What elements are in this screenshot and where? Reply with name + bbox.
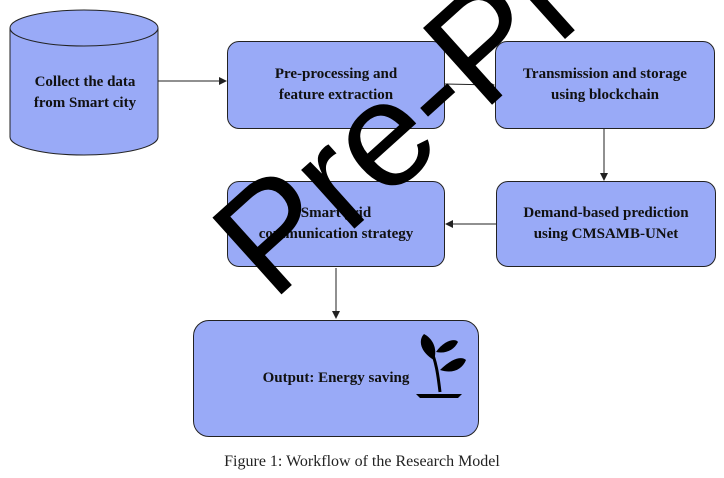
node-demand-line2: using CMSAMB-UNet — [533, 226, 679, 242]
node-output: Output: Energy saving — [193, 320, 479, 437]
node-smartgrid: Smart grid communication strategy — [227, 181, 445, 267]
figure-caption: Figure 1: Workflow of the Research Model — [224, 453, 500, 470]
node-preprocess-line2: feature extraction — [278, 87, 394, 103]
node-demand: Demand-based prediction using CMSAMB-UNe… — [496, 181, 716, 267]
node-preprocess-line1: Pre-processing and — [274, 66, 398, 82]
node-smartgrid-line1: Smart grid — [300, 205, 372, 221]
node-collect-line2: from Smart city — [33, 95, 137, 111]
node-output-line1: Output: Energy saving — [262, 370, 410, 386]
node-preprocess: Pre-processing and feature extraction — [227, 41, 445, 129]
node-transmission: Transmission and storage using blockchai… — [495, 41, 715, 129]
node-transmission-line2: using blockchain — [551, 87, 659, 103]
node-smartgrid-line2: communication strategy — [258, 226, 414, 242]
node-collect-label: Collect the data from Smart city — [12, 72, 158, 114]
node-demand-line1: Demand-based prediction — [523, 205, 689, 221]
arrow-preprocess-to-transmission — [444, 80, 495, 89]
database-cylinder — [9, 9, 159, 156]
node-collect-line1: Collect the data — [34, 74, 136, 90]
node-transmission-line1: Transmission and storage — [523, 66, 687, 82]
